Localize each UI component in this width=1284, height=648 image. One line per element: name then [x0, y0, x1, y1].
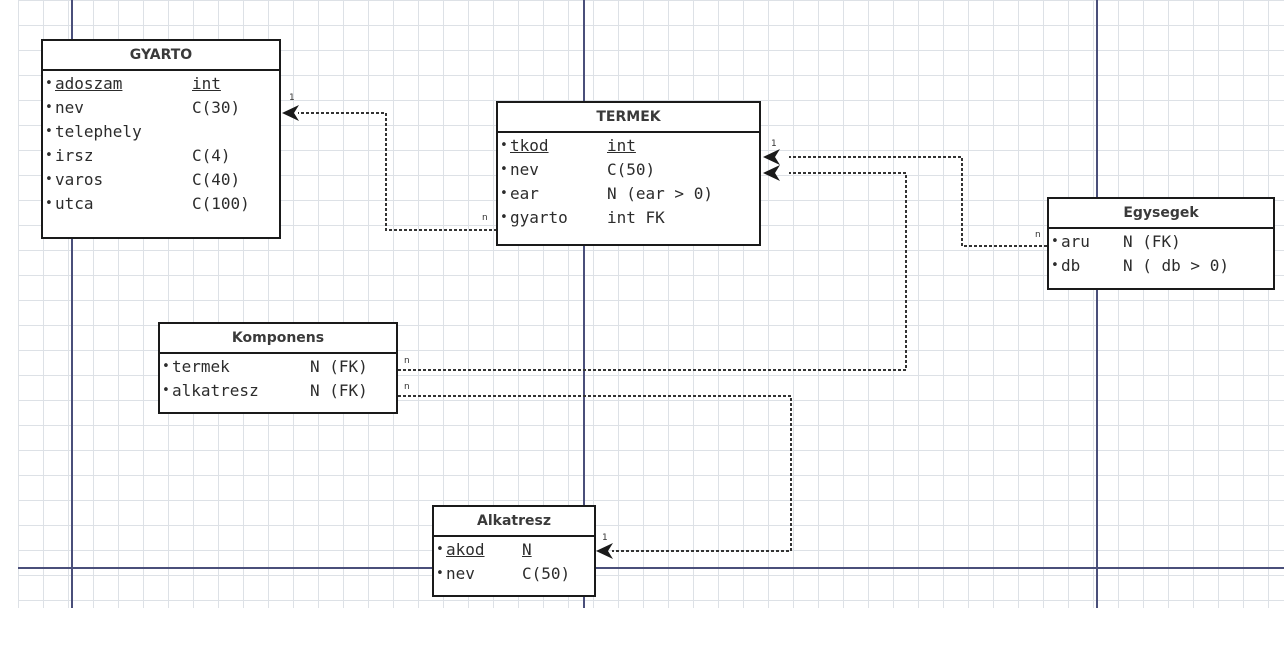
- entity-title: GYARTO: [43, 41, 279, 71]
- field-type: C(40): [192, 170, 241, 189]
- field-type: int: [192, 74, 221, 93]
- field-name: telephely: [55, 122, 142, 141]
- field-type: N (FK): [310, 381, 368, 400]
- field-name: nev: [510, 160, 539, 179]
- field-name: utca: [55, 194, 94, 213]
- multiplicity-many-komponens-alkatresz: n: [404, 382, 410, 392]
- field-name: varos: [55, 170, 104, 189]
- relationship-komponens-termek[interactable]: [398, 172, 907, 371]
- entity-title: Komponens: [160, 324, 396, 354]
- arrow-head-gyarto: [282, 105, 299, 121]
- multiplicity-one-gyarto: 1: [289, 93, 295, 103]
- field-type: C(50): [522, 564, 571, 583]
- field-type: C(50): [607, 160, 656, 179]
- field-name: nev: [446, 564, 475, 583]
- page-guide-line: [1096, 0, 1098, 608]
- field-type: C(100): [192, 194, 250, 213]
- field-type: N: [522, 540, 532, 559]
- entity-title: TERMEK: [498, 103, 759, 133]
- page-guide-line: [71, 0, 73, 608]
- multiplicity-one-alkatresz: 1: [602, 533, 608, 543]
- multiplicity-many-komponens-termek: n: [404, 356, 410, 366]
- multiplicity-many-egysegek: n: [1035, 230, 1041, 240]
- entity-title: Egysegek: [1049, 199, 1273, 229]
- field-type: C(4): [192, 146, 231, 165]
- field-type: int FK: [607, 208, 665, 227]
- page-guide-line: [18, 567, 1284, 569]
- field-type: N (FK): [1123, 232, 1181, 251]
- field-type: N (ear > 0): [607, 184, 713, 203]
- entity-title: Alkatresz: [434, 507, 594, 537]
- field-type: N ( db > 0): [1123, 256, 1229, 275]
- field-name: nev: [55, 98, 84, 117]
- field-name: termek: [172, 357, 230, 376]
- page-guide-line: [583, 0, 585, 608]
- field-type: N (FK): [310, 357, 368, 376]
- field-name: aru: [1061, 232, 1090, 251]
- arrow-head-termek-1: [763, 149, 780, 165]
- field-type: C(30): [192, 98, 241, 117]
- field-name: akod: [446, 540, 485, 559]
- multiplicity-one-termek: 1: [771, 139, 777, 149]
- multiplicity-many-termek: n: [482, 213, 488, 223]
- field-name: irsz: [55, 146, 94, 165]
- field-name: tkod: [510, 136, 549, 155]
- field-row: •telephely: [45, 120, 279, 144]
- arrow-head-alkatresz: [596, 543, 613, 559]
- field-type: int: [607, 136, 636, 155]
- field-name: ear: [510, 184, 539, 203]
- relationship-komponens-alkatresz[interactable]: [398, 395, 792, 552]
- field-name: gyarto: [510, 208, 568, 227]
- field-name: db: [1061, 256, 1081, 275]
- arrow-head-termek-2: [763, 165, 780, 181]
- field-name: adoszam: [55, 74, 123, 93]
- field-name: alkatresz: [172, 381, 259, 400]
- relationship-egysegek-termek[interactable]: [789, 156, 1047, 247]
- relationship-termek-gyarto[interactable]: [298, 112, 497, 231]
